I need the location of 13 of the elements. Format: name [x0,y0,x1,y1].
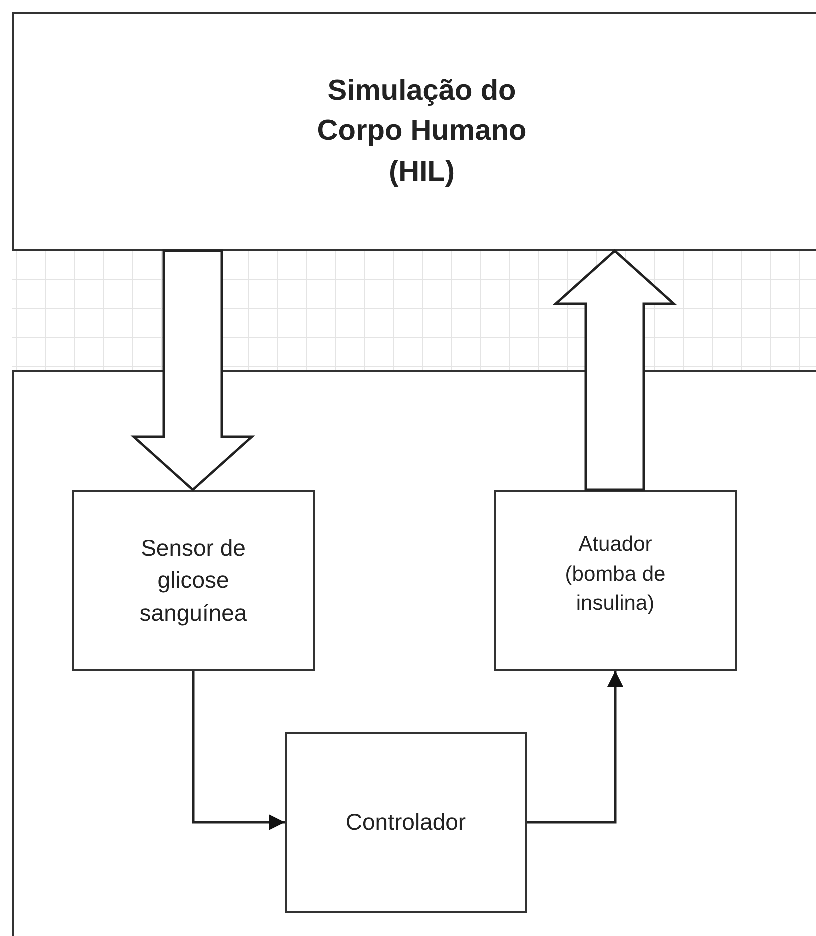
arrow [527,671,624,824]
box-label: Sensor de glicose sanguínea [138,534,248,628]
arrow [192,671,285,830]
title-text: Simulação do Corpo Humano (HIL) [316,74,528,190]
box-label: Atuador (bomba de insulina) [564,532,667,618]
box-label: Controlador [344,808,468,838]
title-box [12,12,816,251]
block-arrow [552,249,678,492]
process-box [72,490,315,671]
process-box [285,732,527,913]
block-arrow [130,250,256,492]
panel-box [12,370,816,936]
process-box [494,490,737,671]
